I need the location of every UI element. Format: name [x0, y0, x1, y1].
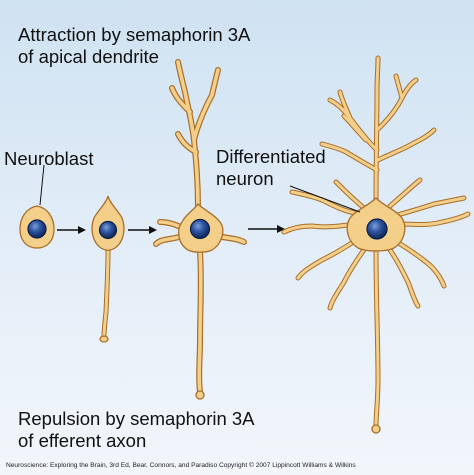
neuroblast-cell: [19, 205, 55, 249]
development-arrow-2: [128, 226, 157, 234]
early-neuron-cell: [91, 195, 125, 343]
attraction-title: Attraction by semaphorin 3A of apical de…: [18, 24, 250, 68]
differentiated-label-line-1: Differentiated: [216, 146, 326, 167]
repulsion-title: Repulsion by semaphorin 3A of efferent a…: [18, 408, 255, 452]
differentiated-leader-line: [289, 185, 361, 213]
repulsion-title-line-1: Repulsion by semaphorin 3A: [18, 408, 255, 429]
young-neuron-cell: [153, 59, 247, 400]
neuroblast-leader-line: [39, 164, 45, 206]
nucleus: [27, 219, 47, 239]
nucleus: [366, 218, 388, 240]
development-arrow-1: [57, 226, 86, 234]
development-arrow-3: [248, 225, 285, 233]
repulsion-title-line-2: of efferent axon: [18, 430, 147, 451]
nucleus: [98, 220, 118, 240]
neuroblast-label: Neuroblast: [4, 148, 94, 169]
differentiated-label-line-2: neuron: [216, 168, 274, 189]
differentiated-neuron-label: Differentiated neuron: [216, 146, 326, 190]
copyright-credit: Neuroscience: Exploring the Brain, 3rd E…: [6, 462, 356, 469]
nucleus: [189, 218, 211, 240]
attraction-title-line-1: Attraction by semaphorin 3A: [18, 24, 251, 45]
differentiated-neuron-cell: [281, 55, 471, 434]
attraction-title-line-2: of apical dendrite: [18, 46, 159, 67]
